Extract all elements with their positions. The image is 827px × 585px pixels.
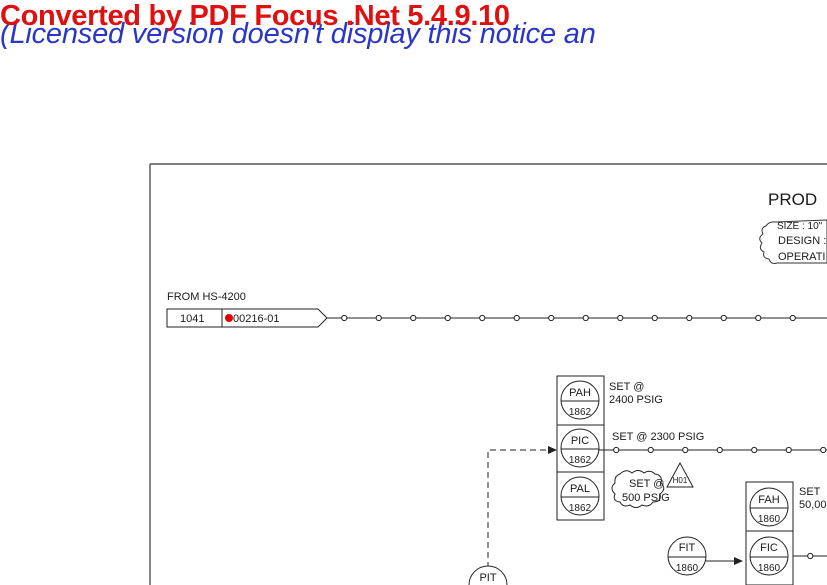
fit-1860-bubble: FIT 1860	[667, 536, 707, 576]
fah-number: 1860	[758, 514, 781, 525]
pic-1862-bubble: PIC 1862	[560, 428, 600, 468]
pic-note: SET @ 2300 PSIG	[612, 431, 704, 443]
watermark-converter-notice: Converted by PDF Focus .Net 5.4.9.10	[0, 0, 510, 32]
pah-tag: PAH	[569, 387, 591, 399]
signal-link-circle	[613, 446, 620, 454]
hold-triangle	[666, 461, 694, 488]
fic-1860-bubble: FIC 1860	[749, 536, 789, 576]
arrow-to-fic	[734, 557, 743, 565]
signal-link-circle	[716, 446, 723, 454]
title-block-title: PROD	[768, 190, 817, 209]
signal-link-circle	[789, 314, 796, 322]
title-block-design: DESIGN :	[778, 235, 826, 247]
pit-bubble: PIT	[468, 565, 508, 585]
pah-number: 1862	[569, 407, 592, 418]
signal-link-circle	[785, 446, 792, 454]
signal-link-circle	[375, 314, 382, 322]
signal-line-top	[327, 314, 827, 322]
pah-note-2: 2400 PSIG	[609, 394, 663, 406]
marker-dot	[225, 314, 233, 322]
signal-link-circle	[755, 314, 762, 322]
signal-link-circle	[682, 446, 689, 454]
source-line-id: 00216-01	[233, 313, 280, 325]
signal-link-circle	[751, 446, 758, 454]
signal-line-pic	[599, 446, 827, 454]
dashed-signal-loop	[487, 449, 548, 568]
title-block-size: SIZE : 10"	[777, 221, 823, 232]
title-block-operating: OPERATI	[778, 251, 825, 263]
signal-link-circle	[807, 552, 814, 560]
sheet-border	[149, 163, 827, 585]
pal-tag: PAL	[570, 483, 590, 495]
signal-link-circle	[720, 314, 727, 322]
pit-tag: PIT	[479, 572, 496, 584]
flow-stack-frame	[745, 481, 794, 585]
hold-label: H01	[673, 476, 688, 485]
signal-line-fic	[793, 552, 827, 560]
signal-link-circle	[513, 314, 520, 322]
fic-number: 1860	[758, 563, 781, 574]
fah-1860-bubble: FAH 1860	[749, 487, 789, 527]
signal-link-circle	[479, 314, 486, 322]
signal-link-circle	[444, 314, 451, 322]
fah-note-2: 50,00	[799, 499, 827, 511]
pal-note-cloud	[611, 470, 665, 508]
source-line-number: 1041	[180, 313, 204, 325]
pal-1862-bubble: PAL 1862	[560, 476, 600, 516]
title-block-cloud	[759, 219, 827, 264]
signal-link-circle	[651, 314, 658, 322]
pah-note-1: SET @	[609, 381, 644, 393]
fah-note-1: SET	[799, 486, 821, 498]
source-line-box	[166, 308, 328, 328]
signal-link-circle	[647, 446, 654, 454]
signal-link-circle	[410, 314, 417, 322]
watermark-license-notice: (Licensed version doesn't display this n…	[0, 18, 596, 50]
pal-note-2: 500 PSIG	[622, 492, 670, 504]
source-from-label: FROM HS-4200	[167, 291, 246, 303]
arrow-to-pic	[548, 446, 557, 454]
fah-tag: FAH	[758, 494, 779, 506]
pressure-stack-frame	[556, 375, 605, 521]
signal-link-circle	[617, 314, 624, 322]
fit-tag: FIT	[679, 542, 696, 554]
pal-note-1: SET @	[629, 478, 664, 490]
fic-tag: FIC	[760, 542, 778, 554]
signal-link-circle	[820, 446, 827, 454]
signal-link-circle	[341, 314, 348, 322]
pal-number: 1862	[569, 503, 592, 514]
signal-link-circle	[686, 314, 693, 322]
signal-link-circle	[582, 314, 589, 322]
pic-tag: PIC	[571, 435, 589, 447]
pic-number: 1862	[569, 455, 592, 466]
pah-1862-bubble: PAH 1862	[560, 380, 600, 420]
signal-link-circle	[548, 314, 555, 322]
fit-number: 1860	[676, 563, 699, 574]
